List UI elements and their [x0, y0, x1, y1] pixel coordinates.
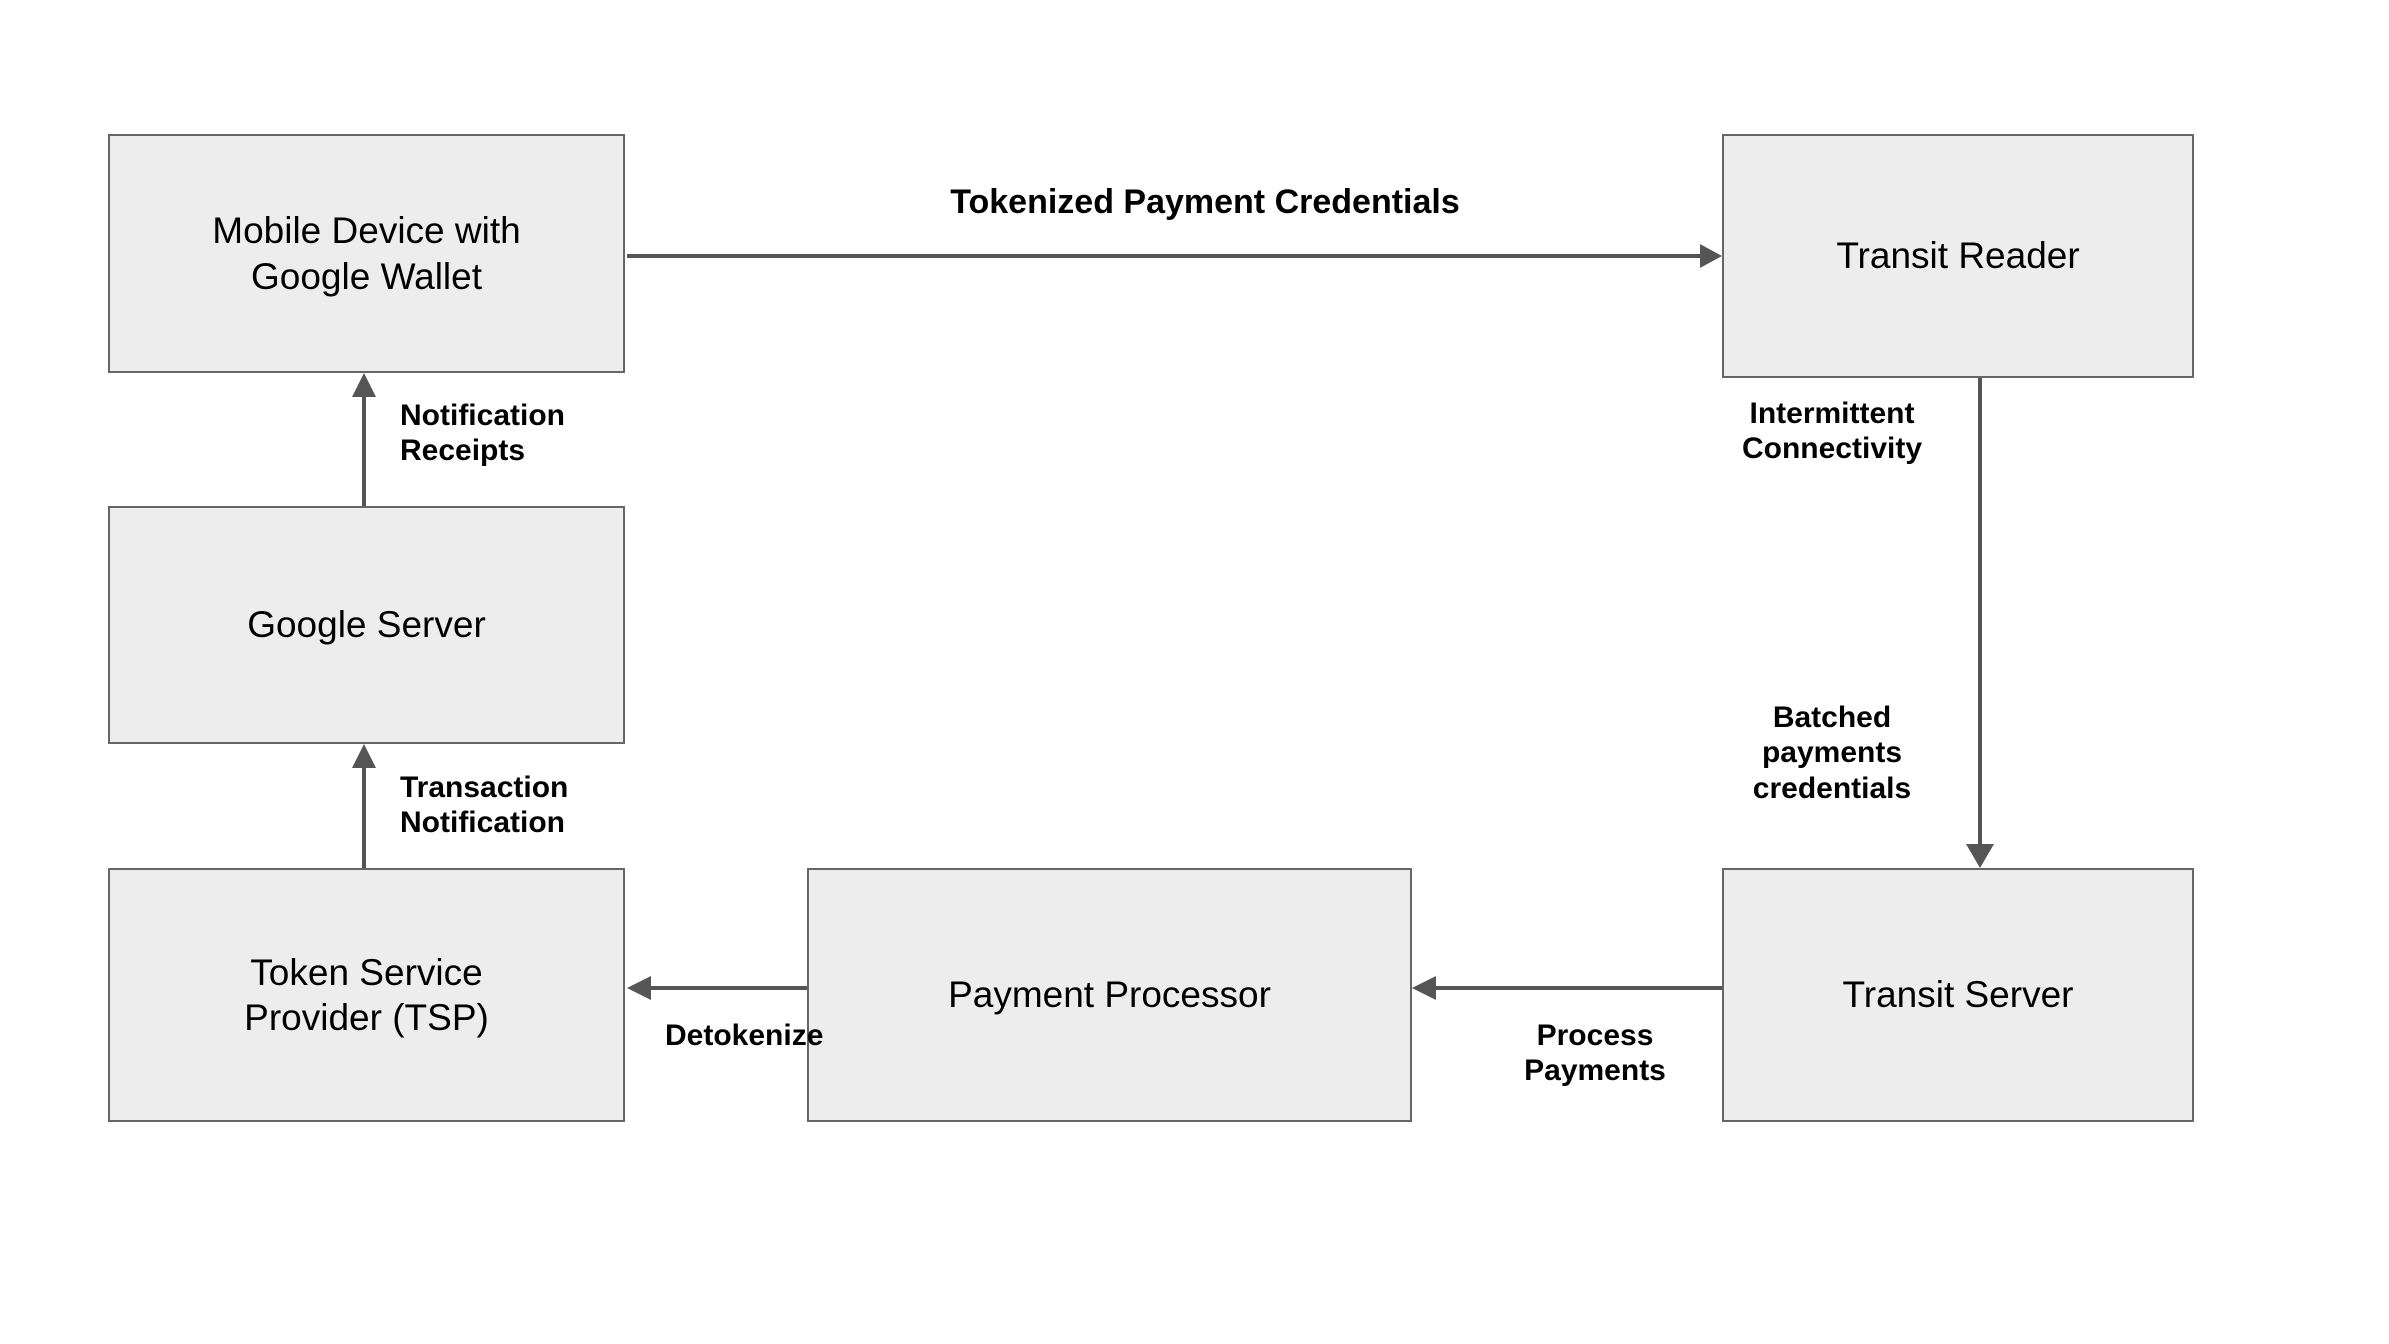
edge-detokenize: [627, 976, 807, 1000]
node-transit-reader-label: Transit Reader: [1836, 235, 2080, 277]
edge-label-batched-payments-credentials: Batched payments credentials: [1752, 701, 1912, 805]
node-google-server[interactable]: Google Server: [108, 506, 625, 744]
edge-tokenized-payment-credentials: [627, 244, 1722, 268]
node-token-service-provider[interactable]: Token Service Provider (TSP): [108, 868, 625, 1122]
edge-transit-reader-to-transit-server: [1966, 378, 1994, 868]
edge-label-tokenized-payment-credentials: Tokenized Payment Credentials: [950, 183, 1460, 221]
edge-label-transaction-notification: Transaction Notification: [400, 771, 569, 840]
edge-label-notification-receipts: Notification Receipts: [400, 399, 565, 468]
node-transit-server-label: Transit Server: [1842, 974, 2074, 1016]
node-transit-reader[interactable]: Transit Reader: [1722, 134, 2194, 378]
edge-label-process-payments: Process Payments: [1524, 1019, 1666, 1088]
node-token-service-provider-label: Token Service Provider (TSP): [244, 951, 489, 1038]
edge-transaction-notification: [352, 744, 376, 868]
edge-label-detokenize: Detokenize: [665, 1019, 824, 1052]
node-transit-server[interactable]: Transit Server: [1722, 868, 2194, 1122]
edge-process-payments: [1412, 976, 1722, 1000]
node-mobile-device-label: Mobile Device with Google Wallet: [212, 210, 521, 297]
edge-label-intermittent-connectivity: Intermittent Connectivity: [1741, 397, 1923, 466]
node-google-server-label: Google Server: [247, 604, 486, 646]
node-payment-processor-label: Payment Processor: [948, 974, 1271, 1016]
edge-notification-receipts: [352, 373, 376, 506]
node-payment-processor[interactable]: Payment Processor: [807, 868, 1412, 1122]
node-mobile-device[interactable]: Mobile Device with Google Wallet: [108, 134, 625, 373]
